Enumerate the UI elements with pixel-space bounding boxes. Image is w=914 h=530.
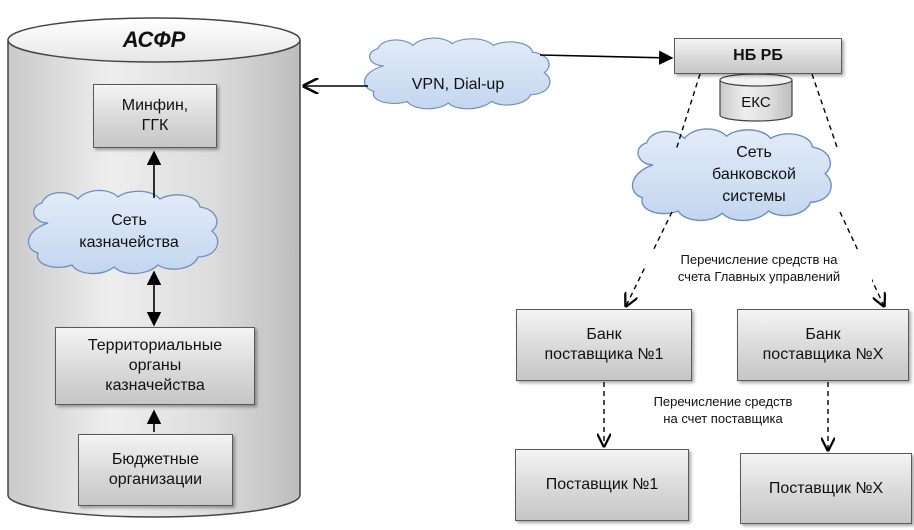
supplierx-box: Поставщик №X <box>740 453 912 524</box>
dash-nbrb-cloud-left <box>675 73 701 151</box>
note-to-supplier: Перечисление средств на счет поставщика <box>626 393 820 427</box>
dash-nbrb-cloud-right <box>811 73 839 151</box>
treasury-network-label: Сеть казначейства <box>79 212 179 251</box>
treasury-network-cloud <box>28 189 219 275</box>
territorial-bodies-box: Территориальные органы казначейства <box>55 327 255 405</box>
nbrb-box: НБ РБ <box>674 38 842 74</box>
minfin-box: Минфин, ГГК <box>93 84 217 148</box>
bank1-box: Банк поставщика №1 <box>516 309 692 381</box>
eks-label: ЕКС <box>741 94 771 111</box>
supplier1-box: Поставщик №1 <box>515 449 689 521</box>
asfr-title: АСФР <box>122 27 186 52</box>
bankx-box: Банк поставщика №X <box>737 309 909 381</box>
eks-cylinder <box>719 73 793 122</box>
arrow-vpn-to-nbrb <box>539 50 674 65</box>
bank-network-label: Сеть банковской системы <box>712 144 796 205</box>
bank-network-cloud <box>632 128 832 222</box>
budget-organizations-box: Бюджетные организации <box>78 434 233 506</box>
vpn-cloud <box>364 37 551 110</box>
note-main-offices: Перечисление средств на счета Главных уп… <box>646 251 872 285</box>
vpn-label: VPN, Dial-up <box>411 76 505 93</box>
